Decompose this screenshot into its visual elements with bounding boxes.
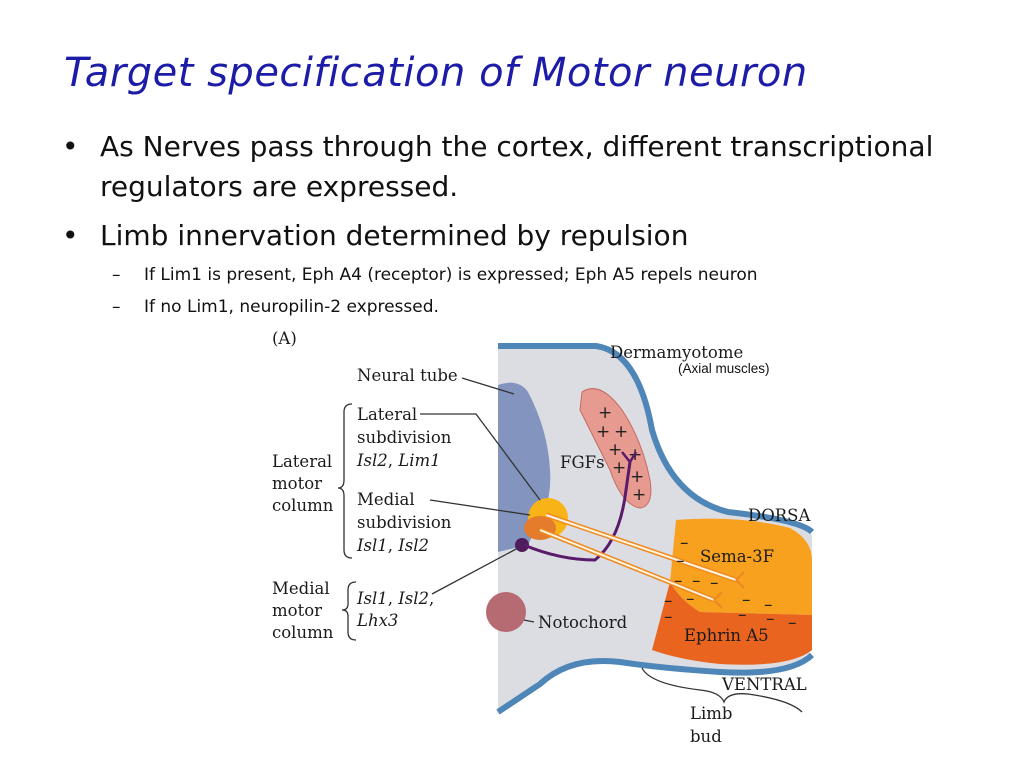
svg-text:–: – xyxy=(680,533,689,553)
axon-purple xyxy=(523,461,632,562)
medial-motor-column-label: motor xyxy=(272,601,322,620)
leader-line xyxy=(420,413,541,501)
brace xyxy=(641,667,803,713)
ephrin-a5-label: Ephrin A5 xyxy=(684,626,769,645)
svg-text:–: – xyxy=(664,607,673,627)
neural-tube-label: Neural tube xyxy=(357,366,458,385)
medial-subdivision-label: Medial xyxy=(357,490,415,509)
lateral-subdivision-label: Lateral xyxy=(357,405,417,424)
medial-motor-column-label: column xyxy=(272,623,334,642)
sub-bullet-text: If Lim1 is present, Eph A4 (receptor) is… xyxy=(144,265,758,285)
svg-text:+: + xyxy=(632,485,646,505)
lateral-motor-column-label: column xyxy=(272,496,334,515)
sema-3f-region xyxy=(670,518,812,615)
leader-line xyxy=(461,377,515,395)
leader-line xyxy=(429,499,531,516)
svg-text:–: – xyxy=(674,571,683,591)
fgfs-label: FGFs xyxy=(560,453,605,472)
svg-text:–: – xyxy=(710,573,719,593)
lateral-motor-column-label: Lateral xyxy=(272,452,332,471)
svg-text:+: + xyxy=(598,403,612,423)
medial-motor-column-genes: Isl1, Isl2, xyxy=(356,589,434,608)
svg-text:+: + xyxy=(608,440,622,460)
panel-label: (A) xyxy=(272,329,297,348)
sub-bullet-text: If no Lim1, neuropilin-2 expressed. xyxy=(144,297,439,317)
dorsal-label: DORSA xyxy=(748,506,811,525)
ephrin-a5-region xyxy=(652,582,812,665)
notochord-label: Notochord xyxy=(538,613,628,632)
ventral-label: VENTRAL xyxy=(721,675,807,694)
axon-terminal xyxy=(713,591,723,609)
svg-text:–: – xyxy=(738,605,747,625)
bullet-text: As Nerves pass through the cortex, diffe… xyxy=(100,130,934,203)
lateral-subdivision-label: subdivision xyxy=(357,428,452,447)
svg-text:–: – xyxy=(676,551,685,571)
axon-terminal xyxy=(621,451,638,463)
svg-text:+: + xyxy=(614,422,628,442)
bullet-item: • Limb innervation determined by repulsi… xyxy=(62,216,964,256)
sub-bullet-item: – If no Lim1, neuropilin-2 expressed. xyxy=(112,297,439,317)
svg-text:–: – xyxy=(742,590,751,610)
svg-text:+: + xyxy=(596,422,610,442)
svg-text:–: – xyxy=(686,589,695,609)
lateral-subdivision-genes: Isl2, Lim1 xyxy=(356,451,441,470)
leader-line xyxy=(523,619,535,623)
bullet-item: • As Nerves pass through the cortex, dif… xyxy=(62,127,964,207)
leader-line xyxy=(431,547,519,595)
dash-icon: – xyxy=(112,265,121,285)
sema-3f-label: Sema-3F xyxy=(700,547,774,566)
dermamyotome xyxy=(579,388,652,509)
bullet-dot: • xyxy=(62,219,79,252)
medial-motor-column-genes: Lhx3 xyxy=(356,611,398,630)
axon-orange-core xyxy=(545,514,737,581)
brace xyxy=(337,403,353,559)
axon-terminal xyxy=(735,571,745,589)
ectoderm-outline xyxy=(496,652,815,715)
limb-bud-label: Limb xyxy=(690,704,732,723)
axon-orange-core xyxy=(539,529,715,601)
medial-motor-column-label: Medial xyxy=(272,579,330,598)
svg-text:–: – xyxy=(692,571,701,591)
lateral-motor-column-label: motor xyxy=(272,474,322,493)
brace xyxy=(341,581,357,641)
svg-text:–: – xyxy=(664,591,673,611)
medial-subdivision-genes: Isl1, Isl2 xyxy=(356,536,429,555)
svg-text:–: – xyxy=(788,613,797,633)
svg-text:+: + xyxy=(630,467,644,487)
limb-bud-label: bud xyxy=(690,727,722,746)
slide-title: Target specification of Motor neuron xyxy=(64,50,808,96)
bullet-dot: • xyxy=(62,130,79,163)
svg-text:+: + xyxy=(612,458,626,478)
svg-text:–: – xyxy=(766,609,775,629)
medial-subdivision-label: subdivision xyxy=(357,513,452,532)
dermamyotome-label: Dermamyotome xyxy=(610,343,743,362)
medial-motor-column-cell xyxy=(515,538,529,552)
svg-text:–: – xyxy=(764,595,773,615)
dash-icon: – xyxy=(112,297,121,317)
axial-muscles-label: (Axial muscles) xyxy=(678,361,770,376)
sub-bullet-item: – If Lim1 is present, Eph A4 (receptor) i… xyxy=(112,265,758,285)
bullet-text: Limb innervation determined by repulsion xyxy=(100,219,689,252)
ectoderm-outline xyxy=(498,343,815,535)
notochord xyxy=(486,592,526,632)
